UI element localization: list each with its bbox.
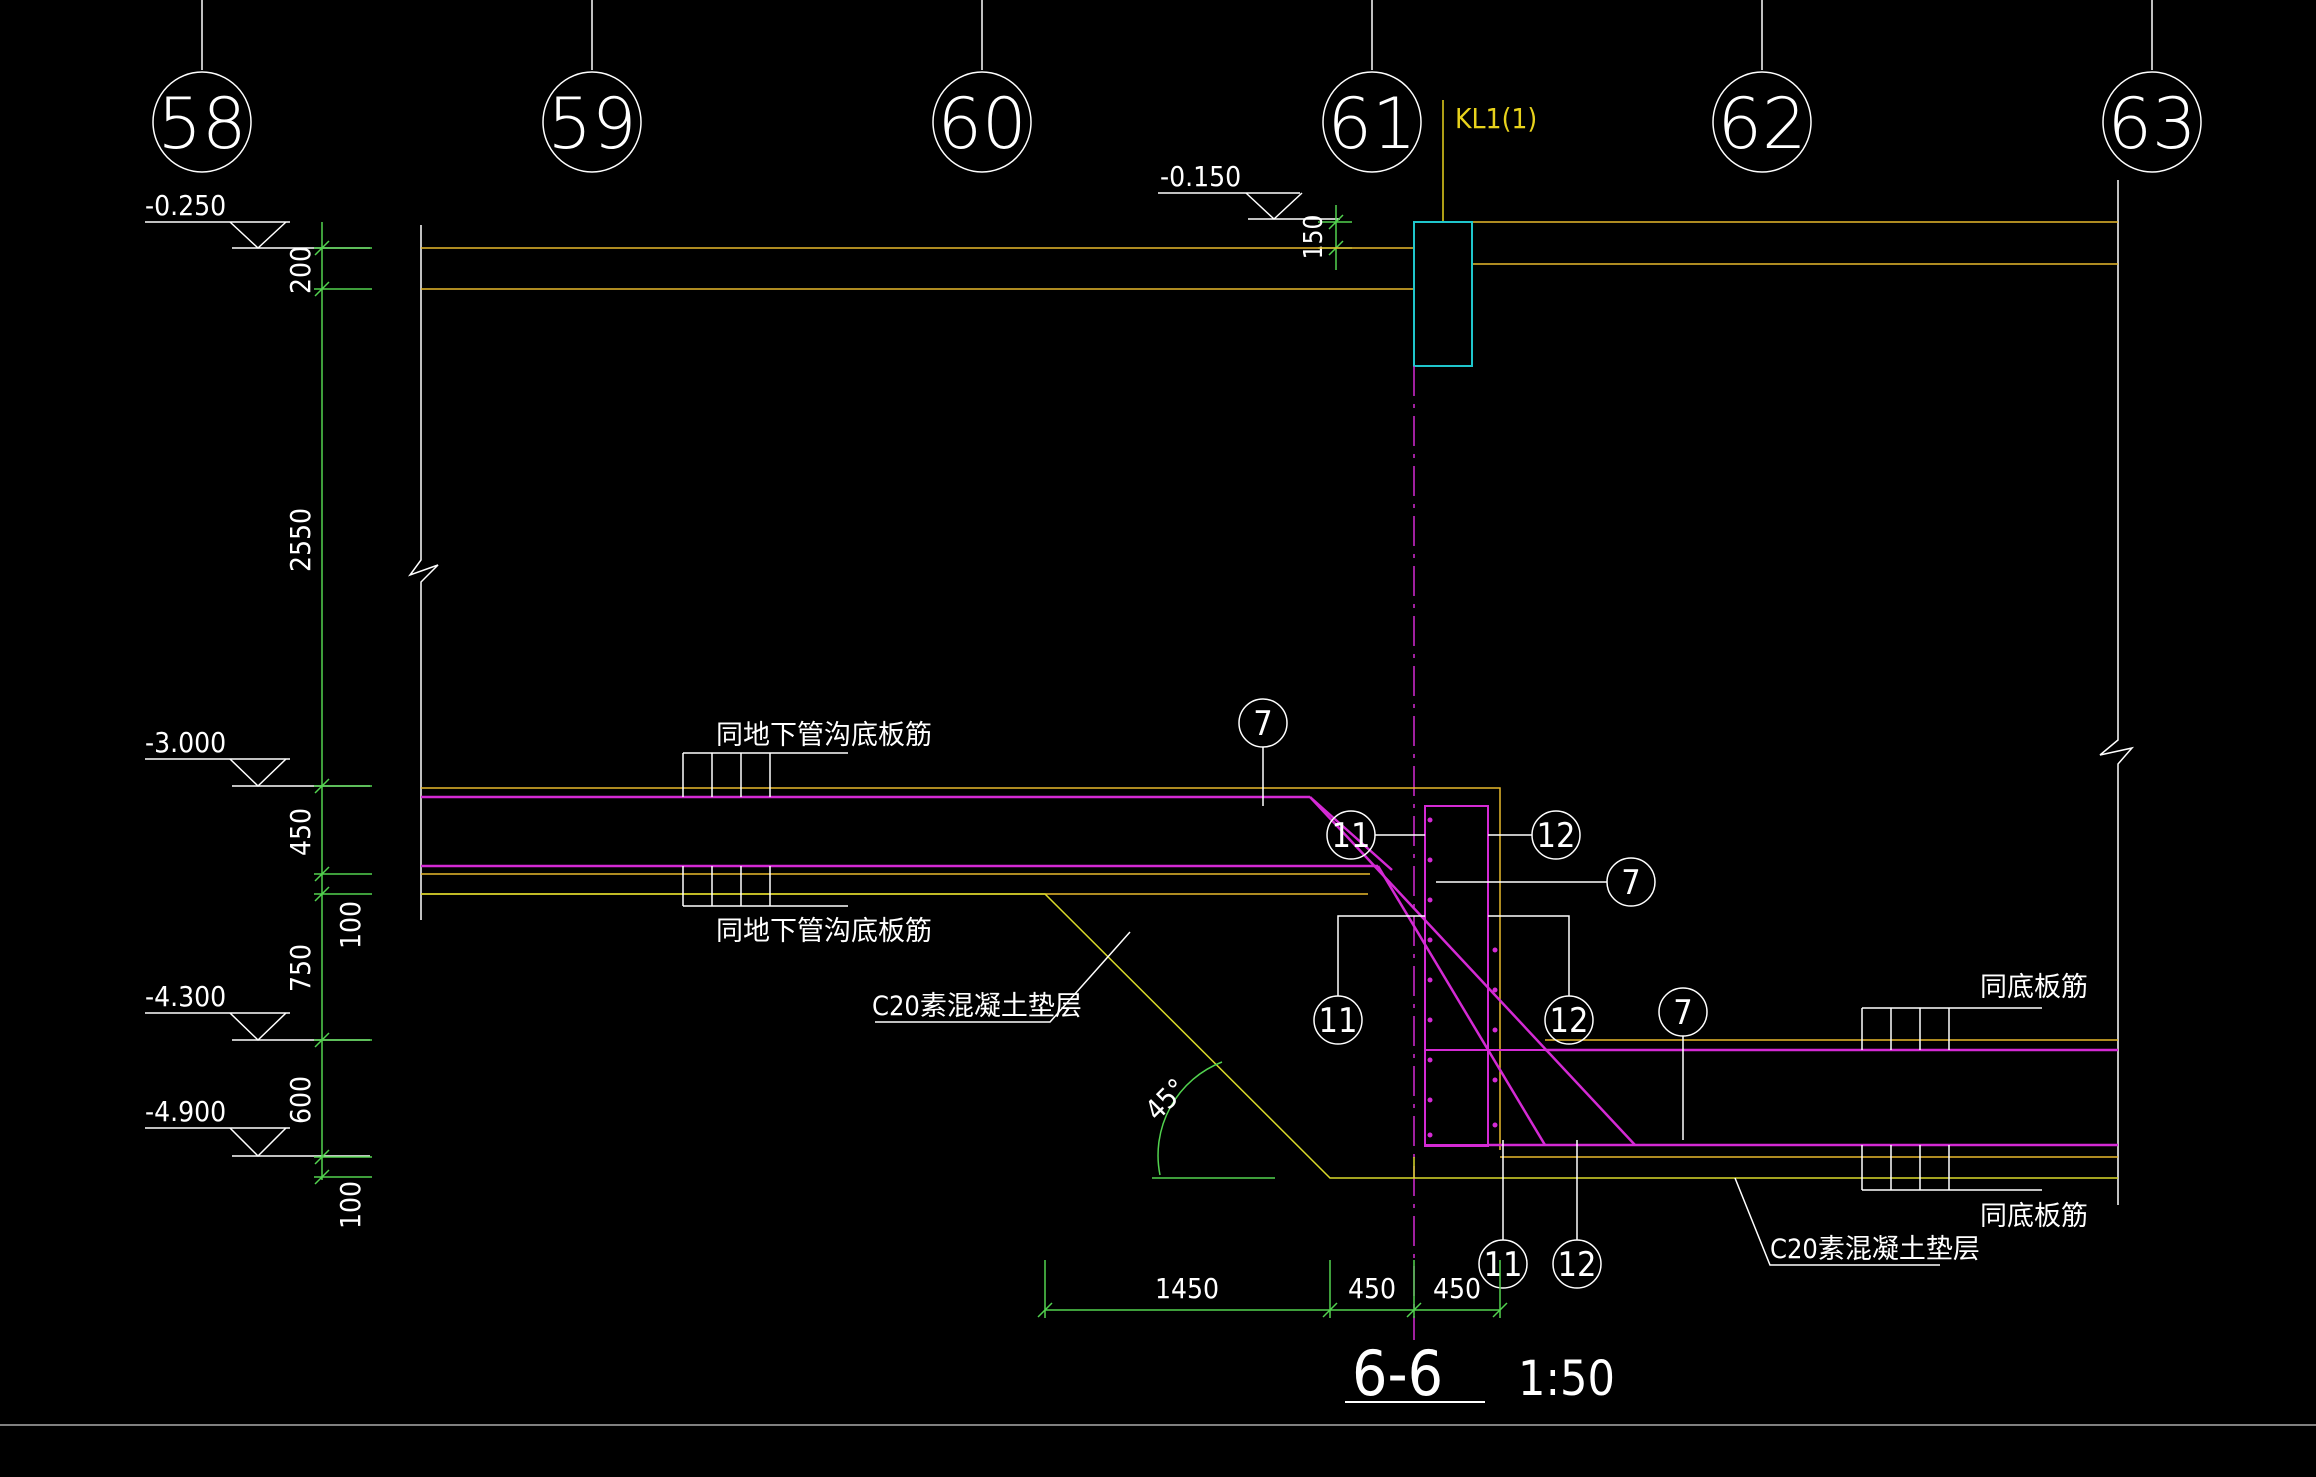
top-slab <box>421 221 2118 290</box>
elevation-marks <box>145 192 1340 1158</box>
rebar-mark-11-a: 11 <box>1332 816 1371 856</box>
axis-58 <box>152 0 252 173</box>
dim-450-a: 450 <box>1348 1272 1396 1305</box>
section-scale: 1:50 <box>1518 1351 1615 1407</box>
axis-label-59: 59 <box>547 83 636 165</box>
note-same-bottom-top: 同底板筋 <box>1980 972 2088 1003</box>
axis-label-63: 63 <box>2107 83 2196 165</box>
dim-200: 200 <box>284 246 317 294</box>
dim-150: 150 <box>1299 215 1329 260</box>
axis-61 <box>1322 0 1422 173</box>
right-floor-slab-rebar <box>1488 1048 2118 1147</box>
elevation-label-3000: -3.000 <box>145 726 226 759</box>
rebar-marks <box>1238 698 1708 1289</box>
sump-pit-bars <box>1427 817 1498 1138</box>
rebar-mark-7-c: 7 <box>1673 993 1692 1033</box>
note-cushion-right: C20素混凝土垫层 <box>1770 1234 1980 1265</box>
note-same-trench-bottom-bottom: 同地下管沟底板筋 <box>716 916 932 947</box>
dim-2550: 2550 <box>284 508 317 572</box>
rebar-mark-7-b: 7 <box>1621 863 1640 903</box>
dim-1450: 1450 <box>1155 1272 1219 1305</box>
elevation-label-4900: -4.900 <box>145 1095 226 1128</box>
dim-600: 600 <box>284 1076 317 1124</box>
axis-label-62: 62 <box>1717 83 1806 165</box>
horizontal-dimension-chain <box>1037 1260 1508 1318</box>
break-lines <box>407 180 2135 1205</box>
note-same-trench-bottom-top: 同地下管沟底板筋 <box>716 720 932 751</box>
rebar-mark-12-c: 12 <box>1558 1245 1597 1285</box>
dim-100-upper: 100 <box>334 901 367 949</box>
rebar-mark-12-b: 12 <box>1550 1001 1589 1041</box>
axis-62 <box>1712 0 1812 173</box>
note-same-bottom-bottom: 同底板筋 <box>1980 1201 2088 1232</box>
angle-45-marker <box>1152 1061 1275 1179</box>
dim-450-b: 450 <box>1433 1272 1481 1305</box>
rebar-mark-12-a: 12 <box>1537 816 1576 856</box>
elevation-label-0150: -0.150 <box>1160 160 1241 193</box>
beam-label: KL1(1) <box>1455 102 1537 135</box>
note-groups <box>682 752 2042 1266</box>
beam-kl1 <box>1413 221 1473 367</box>
dim-450: 450 <box>284 808 317 856</box>
rebar-mark-7-a: 7 <box>1253 704 1272 744</box>
axis-label-58: 58 <box>157 83 246 165</box>
cushion-layer <box>421 893 2118 1179</box>
left-floor-slab-rebar <box>421 795 1636 1146</box>
axis-label-61: 61 <box>1327 83 1416 165</box>
axis-59 <box>542 0 642 173</box>
axis-label-60: 60 <box>937 83 1026 165</box>
elevation-label-4300: -4.300 <box>145 980 226 1013</box>
dim-100-lower: 100 <box>334 1181 367 1229</box>
axis-63 <box>2102 0 2202 173</box>
rebar-mark-11-b: 11 <box>1319 1001 1358 1041</box>
section-title: 6-6 <box>1352 1337 1443 1410</box>
axis-60 <box>932 0 1032 173</box>
angle-45-label: 45° <box>1139 1072 1194 1127</box>
dim-750: 750 <box>284 944 317 992</box>
axis-grid <box>152 0 2202 173</box>
rebar-mark-11-c: 11 <box>1484 1245 1523 1285</box>
vertical-dimension-chain <box>314 222 372 1185</box>
note-cushion-left: C20素混凝土垫层 <box>872 991 1082 1022</box>
right-floor-slab-concrete <box>1500 1039 2118 1158</box>
elevation-label-0250: -0.250 <box>145 189 226 222</box>
